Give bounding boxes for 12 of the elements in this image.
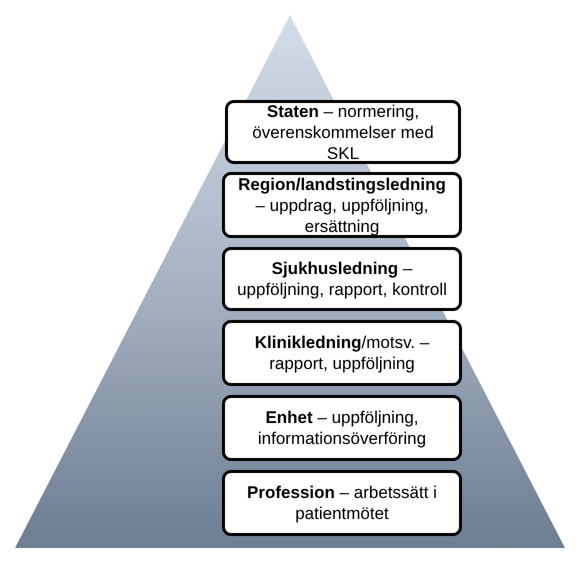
level-description: Region/landstingsledning – uppdrag, uppföljning, ersättning [237, 174, 447, 236]
level-box [222, 320, 462, 386]
level-description: Sjukhusledning – uppföljning, rapport, kontroll [236, 258, 448, 300]
level-description: Enhet – uppföljning, informationsöverföring [256, 407, 428, 449]
level-description: Klinikledning/motsv. – rapport, uppföljning [254, 332, 430, 374]
level-box [222, 247, 462, 311]
level-box [222, 172, 462, 238]
level-description: Profession – arbetssätt i patientmötet [246, 482, 438, 524]
level-box [222, 470, 462, 536]
level-box [222, 395, 462, 461]
level-description: Staten – normering, överenskommelser med SKL [251, 100, 435, 164]
level-box [225, 100, 461, 164]
